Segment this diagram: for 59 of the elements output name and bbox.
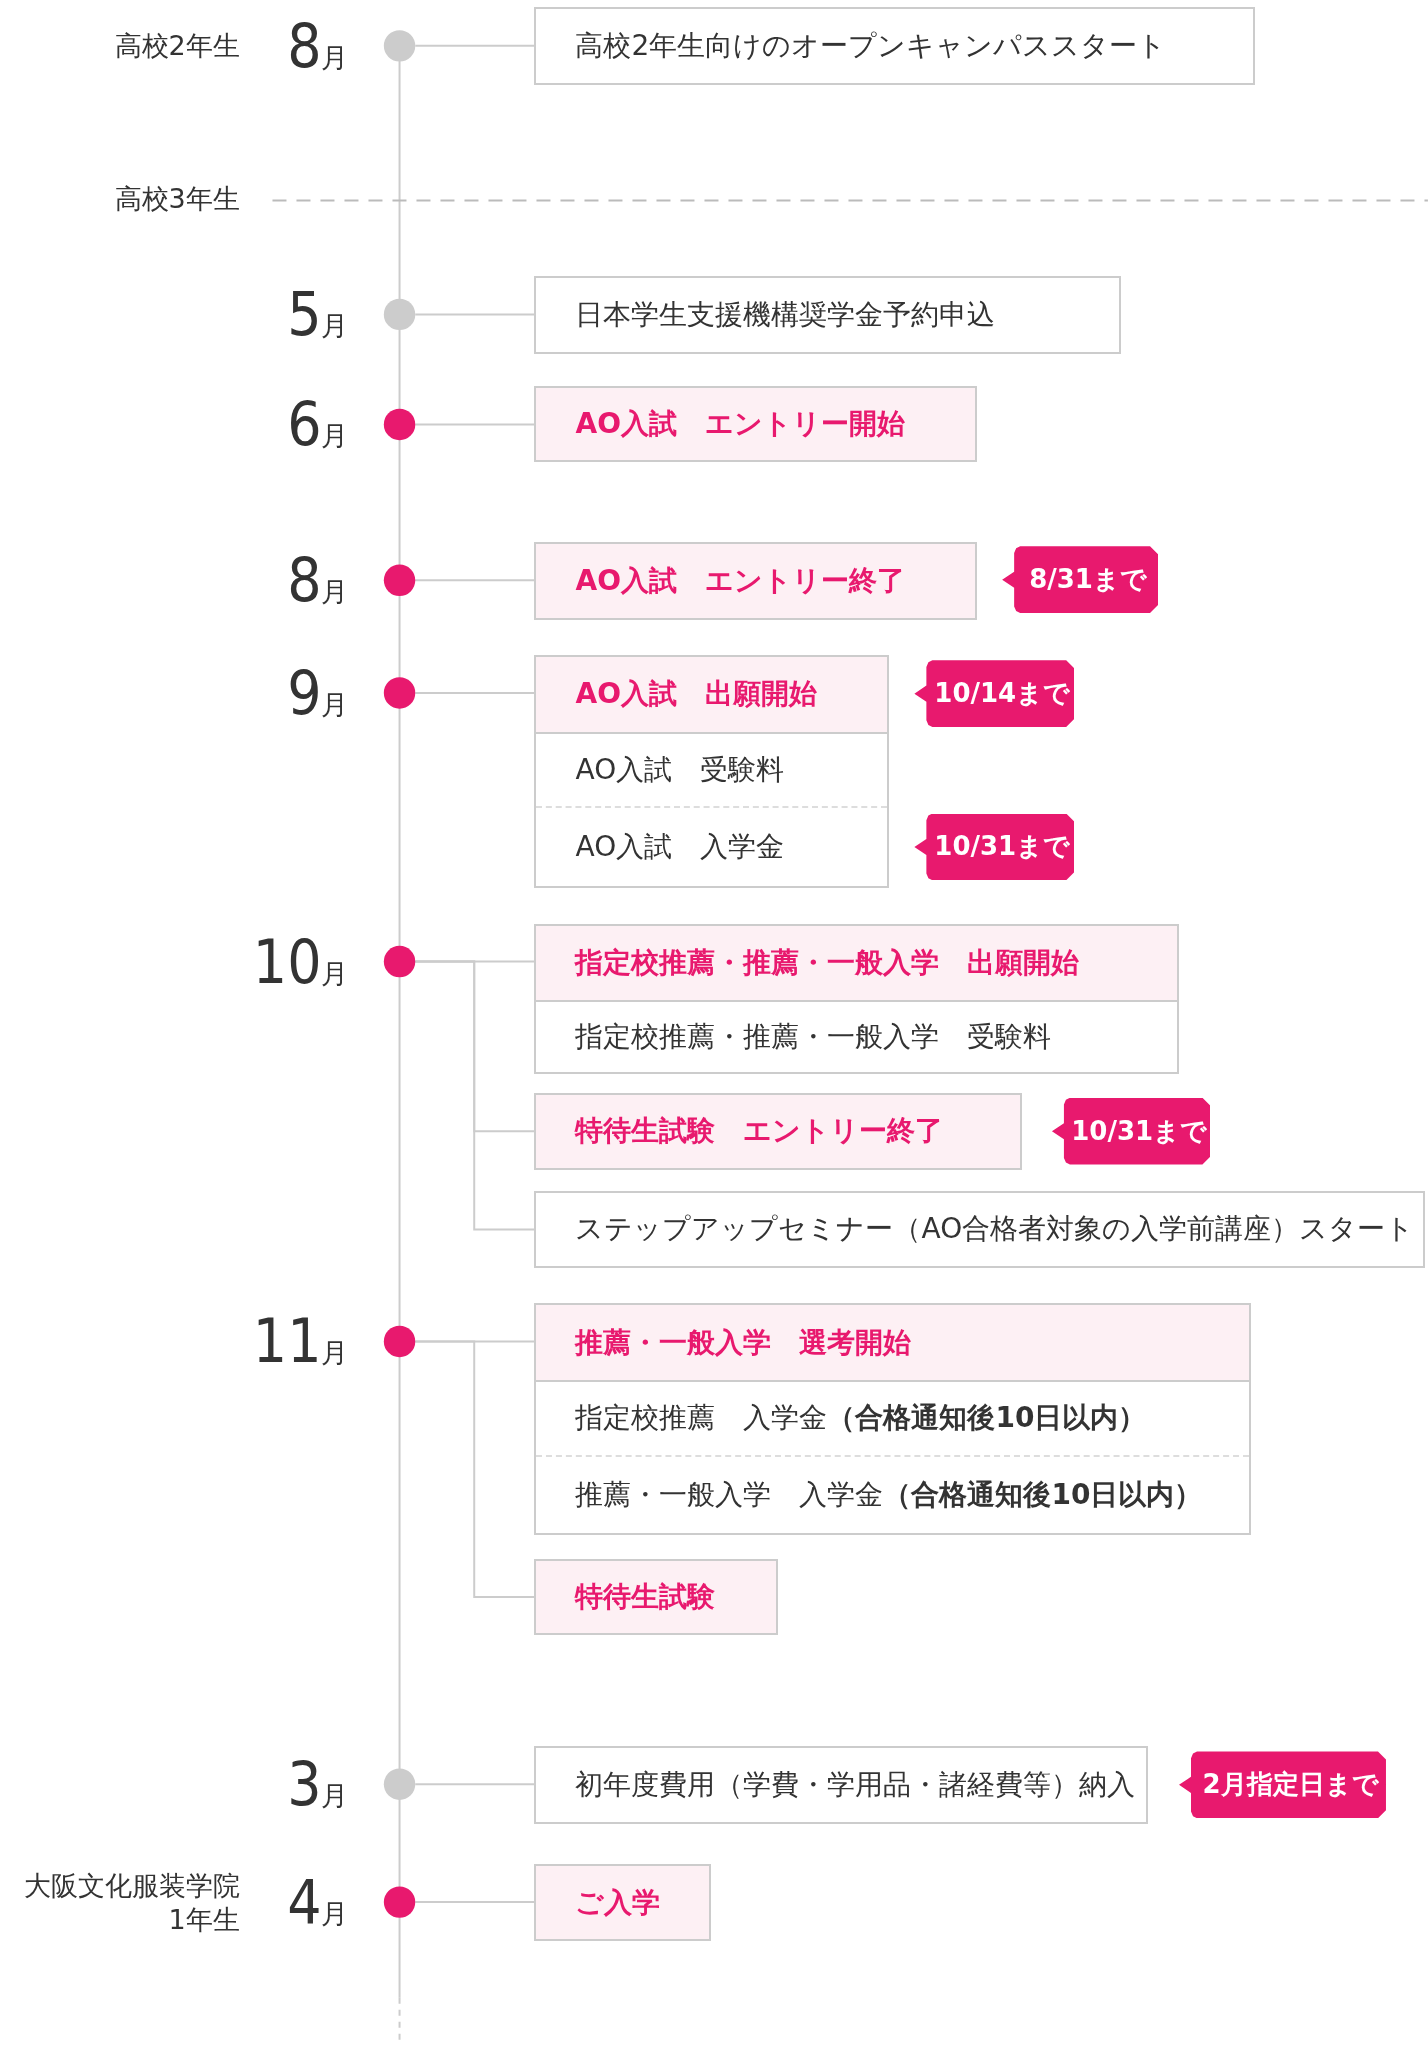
connector-line xyxy=(414,313,536,316)
grade-label: 高校2年生 xyxy=(113,28,240,63)
connector-line xyxy=(414,692,536,694)
timeline-dot xyxy=(383,1886,416,1918)
deadline-badge: 10/31まで xyxy=(914,813,1075,881)
event-text: AO入試 出願開始 xyxy=(536,657,888,732)
event-box xyxy=(534,1746,1148,1824)
connector-line xyxy=(414,1901,536,1904)
event-text: 指定校推薦・推薦・一般入学 出願開始 xyxy=(536,925,1177,1001)
timeline-dot xyxy=(383,1325,416,1358)
connector-line xyxy=(414,44,536,47)
month-label: 11月 xyxy=(252,1306,349,1377)
timeline-dot xyxy=(383,677,416,709)
deadline-badge: 10/31まで xyxy=(1051,1097,1211,1165)
event-text: 特待生試験 xyxy=(536,1560,777,1633)
event-text: 指定校推薦 入学金（合格通知後10日以内） xyxy=(536,1380,1250,1455)
month-label: 4月 xyxy=(287,1867,349,1938)
month-label: 10月 xyxy=(252,926,349,997)
event-box xyxy=(534,655,890,889)
event-text: 初年度費用（学費・学用品・諸経費等）納入 xyxy=(574,1766,1137,1803)
grade-label: 大阪文化服装学院 1年生 xyxy=(22,1869,240,1938)
timeline-dot xyxy=(383,408,416,441)
event-text: 特待生試験 エントリー終了 xyxy=(536,1094,1020,1168)
month-label: 8月 xyxy=(287,10,349,81)
event-text: ステップアップセミナー（AO合格者対象の入学前講座）スタート xyxy=(574,1211,1416,1248)
event-text: 日本学生支援機構奨学金予約申込 xyxy=(574,297,997,334)
deadline-badge: 10/14まで xyxy=(914,660,1075,728)
event-box xyxy=(534,6,1255,86)
event-box xyxy=(534,923,1179,1075)
deadline-badge: 8/31まで xyxy=(1002,546,1158,614)
timeline-dot xyxy=(383,1768,416,1800)
month-label: 8月 xyxy=(287,545,349,616)
event-box xyxy=(534,1190,1426,1269)
deadline-badge: 2月指定日まで xyxy=(1179,1751,1386,1819)
event-text: ご入学 xyxy=(536,1866,710,1940)
connector-line xyxy=(414,960,536,1231)
grade-label: 高校3年生 xyxy=(113,182,240,216)
timeline-dot xyxy=(383,30,416,62)
event-text: AO入試 エントリー開始 xyxy=(536,388,976,461)
event-text: 指定校推薦・推薦・一般入学 受験料 xyxy=(536,1000,1177,1073)
event-text: 高校2年生向けのオープンキャンパススタート xyxy=(574,27,1168,64)
event-text: 推薦・一般入学 選考開始 xyxy=(536,1305,1250,1381)
connector-line xyxy=(414,423,536,426)
timeline-dot xyxy=(383,564,416,597)
event-box xyxy=(534,276,1122,354)
event-text: AO入試 入学金 xyxy=(536,806,888,887)
event-text: AO入試 受験料 xyxy=(536,731,888,807)
connector-line xyxy=(414,1783,536,1786)
event-text: 推薦・一般入学 入学金（合格通知後10日以内） xyxy=(536,1454,1250,1534)
month-label: 9月 xyxy=(287,658,349,728)
timeline-dot xyxy=(383,945,416,978)
timeline-dot xyxy=(383,298,416,331)
month-label: 6月 xyxy=(287,389,349,460)
event-box xyxy=(534,1303,1252,1536)
event-text: AO入試 エントリー終了 xyxy=(536,544,976,618)
connector-line xyxy=(414,579,536,582)
month-label: 5月 xyxy=(287,279,349,350)
connector-line xyxy=(414,1340,536,1598)
month-label: 3月 xyxy=(287,1749,349,1820)
